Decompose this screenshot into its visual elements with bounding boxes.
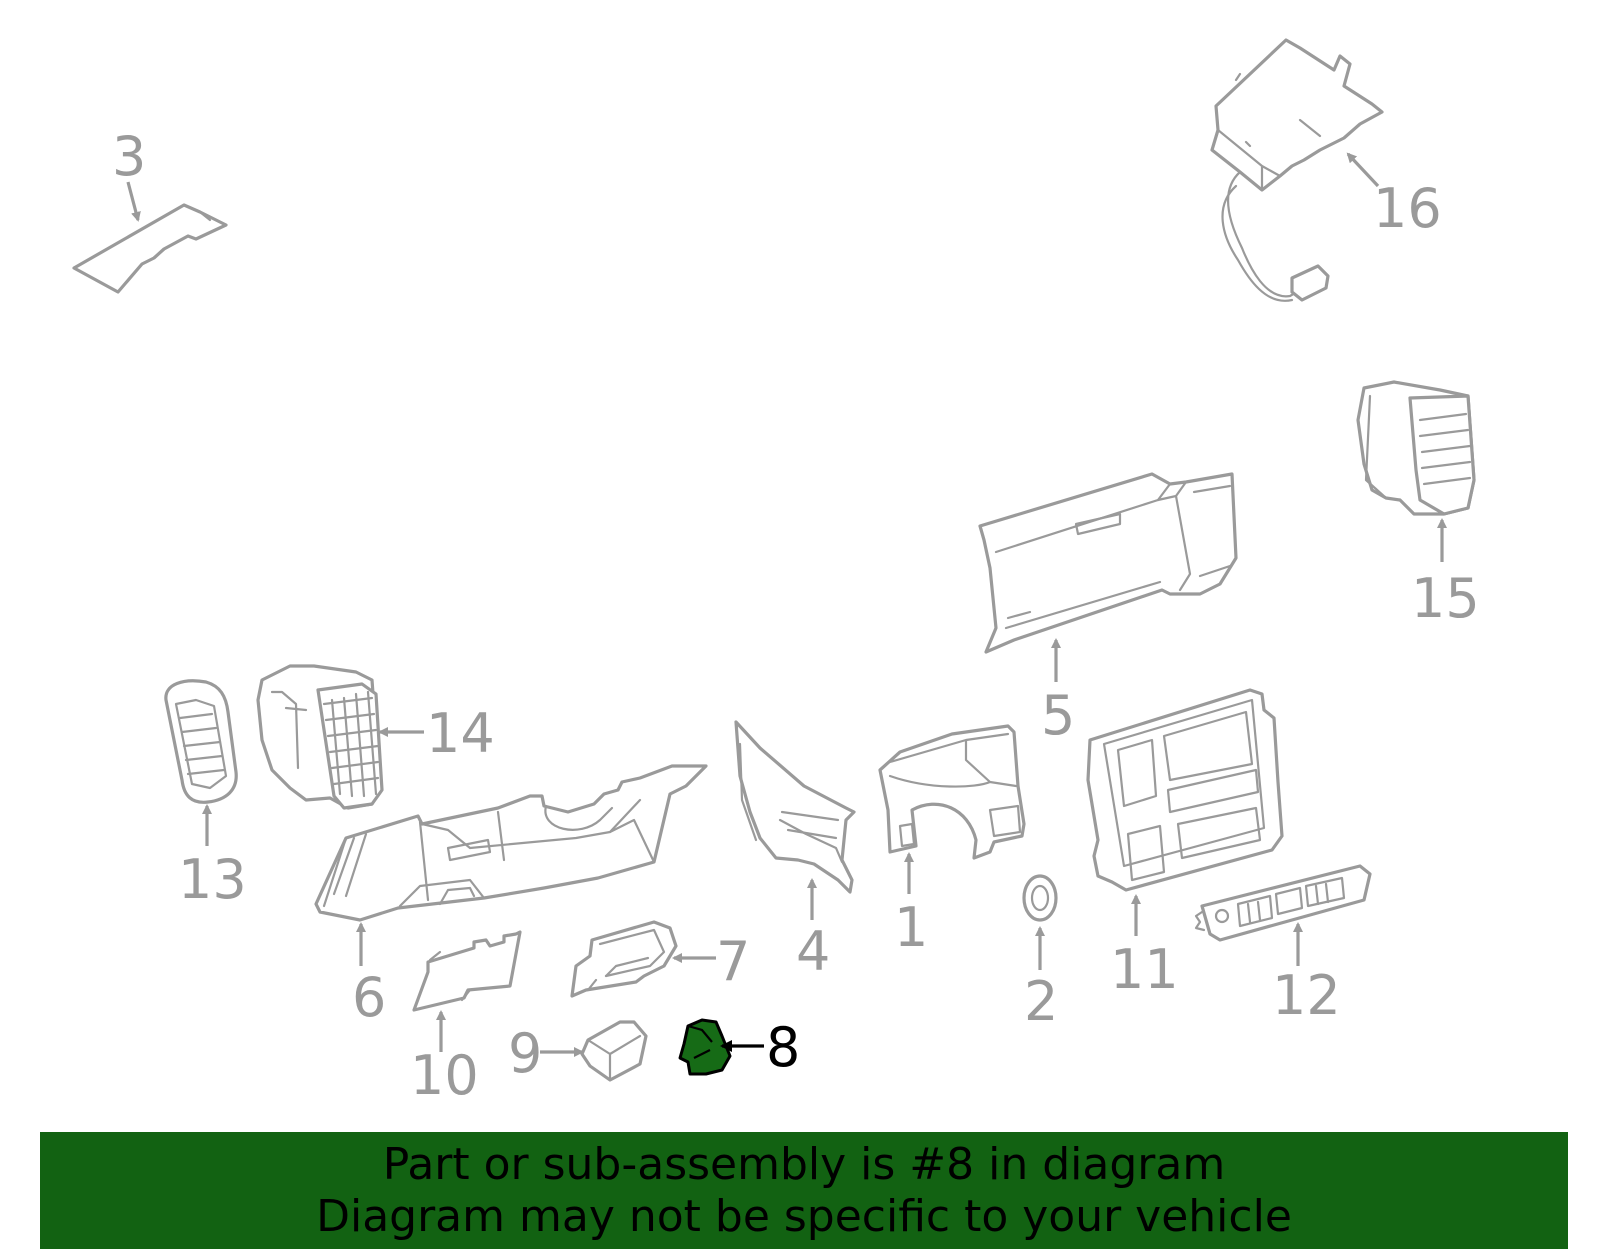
part-9-block[interactable]: [580, 1020, 648, 1082]
part-13-air-vent[interactable]: [164, 679, 238, 804]
part-3-cover-panel[interactable]: [72, 203, 228, 294]
banner-line-2: Diagram may not be specific to your vehi…: [316, 1190, 1292, 1242]
part-14-grille-vent[interactable]: [256, 664, 384, 810]
part-2-grommet[interactable]: [1022, 874, 1058, 922]
svg-text:9: 9: [508, 1022, 542, 1085]
callout-7: 7: [672, 930, 750, 993]
callout-14: 14: [378, 702, 495, 765]
part-10-bracket[interactable]: [412, 930, 522, 1012]
part-11-center-bezel[interactable]: [1086, 688, 1284, 892]
part-8-bracket-highlighted[interactable]: [678, 1018, 732, 1076]
callout-12: 12: [1272, 922, 1341, 1027]
callout-2: 2: [1024, 926, 1058, 1033]
callout-3: 3: [112, 125, 146, 222]
banner-line-1: Part or sub-assembly is #8 in diagram: [382, 1138, 1226, 1190]
svg-text:2: 2: [1024, 970, 1058, 1033]
svg-text:13: 13: [178, 848, 247, 911]
svg-text:14: 14: [426, 702, 495, 765]
callout-10: 10: [410, 1010, 479, 1107]
callout-15: 15: [1411, 518, 1480, 630]
callout-9: 9: [508, 1022, 584, 1085]
svg-text:7: 7: [716, 930, 750, 993]
callout-1: 1: [894, 852, 928, 959]
part-6-lower-dash-panel[interactable]: [314, 764, 708, 922]
part-15-side-air-vent[interactable]: [1356, 380, 1476, 516]
callout-16: 16: [1346, 152, 1442, 240]
svg-text:11: 11: [1110, 938, 1179, 1001]
part-4-side-panel[interactable]: [734, 720, 856, 894]
svg-text:4: 4: [796, 920, 830, 983]
svg-text:3: 3: [112, 125, 146, 188]
callout-5: 5: [1041, 638, 1075, 747]
callout-13: 13: [178, 804, 247, 911]
callout-4: 4: [796, 878, 830, 983]
part-12-switch-panel[interactable]: [1194, 864, 1372, 942]
svg-text:16: 16: [1373, 177, 1442, 240]
info-banner: Part or sub-assembly is #8 in diagram Di…: [40, 1132, 1568, 1249]
callout-6: 6: [352, 922, 386, 1029]
svg-text:5: 5: [1041, 684, 1075, 747]
part-7-switch-housing[interactable]: [570, 920, 678, 998]
svg-text:10: 10: [410, 1044, 479, 1107]
callout-8: 8: [720, 1016, 800, 1079]
svg-text:6: 6: [352, 966, 386, 1029]
part-1-cluster-bezel[interactable]: [878, 724, 1026, 860]
svg-text:1: 1: [894, 896, 928, 959]
svg-text:15: 15: [1411, 567, 1480, 630]
svg-text:8: 8: [766, 1016, 800, 1079]
part-16-control-module[interactable]: [1210, 38, 1384, 302]
svg-text:12: 12: [1272, 964, 1341, 1027]
callout-11: 11: [1110, 894, 1179, 1001]
part-5-glove-box[interactable]: [978, 472, 1238, 654]
